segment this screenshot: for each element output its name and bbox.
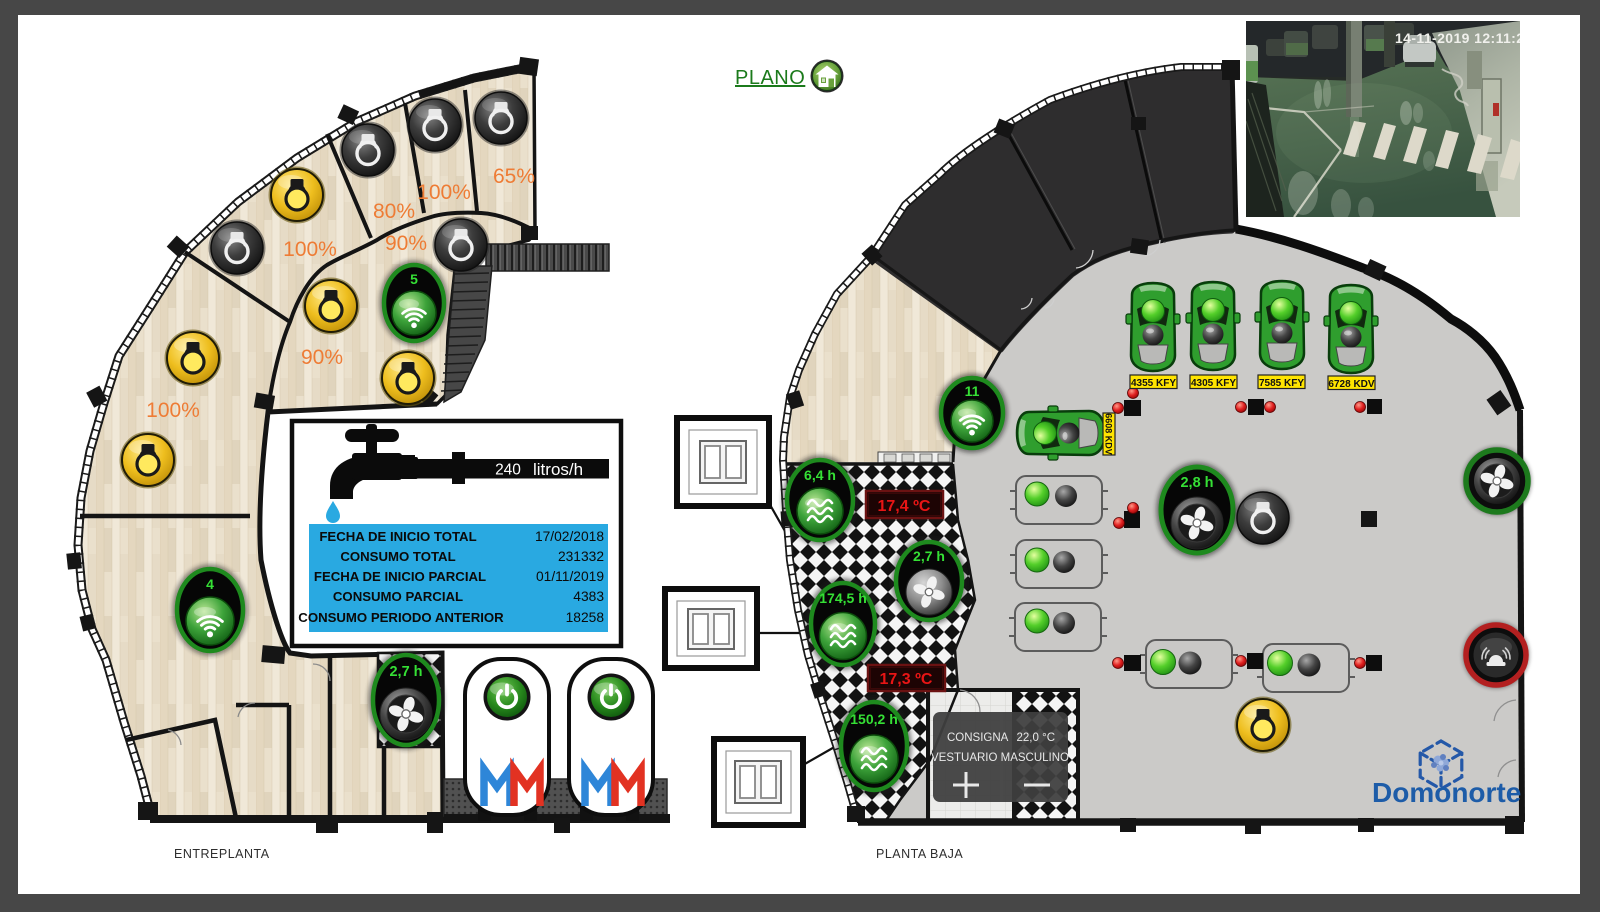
svg-text:100%: 100% [146, 399, 200, 422]
svg-text:6,4 h: 6,4 h [804, 467, 836, 483]
svg-text:4355 KFY: 4355 KFY [1131, 378, 1176, 389]
svg-text:80%: 80% [373, 200, 415, 223]
svg-text:FECHA DE INICIO TOTAL: FECHA DE INICIO TOTAL [319, 529, 476, 544]
svg-text:100%: 100% [417, 181, 471, 204]
svg-text:4305 KFY: 4305 KFY [1191, 378, 1236, 389]
svg-text:5: 5 [410, 271, 418, 287]
svg-text:PLANTA BAJA: PLANTA BAJA [876, 847, 963, 861]
svg-text:01/11/2019: 01/11/2019 [536, 569, 604, 584]
svg-text:CONSIGNA: CONSIGNA [947, 732, 1009, 744]
svg-text:6728 KDV: 6728 KDV [1328, 379, 1374, 390]
svg-text:Domonorte: Domonorte [1372, 777, 1521, 808]
svg-text:2,8 h: 2,8 h [1180, 475, 1213, 491]
svg-text:90%: 90% [301, 346, 343, 369]
svg-text:4: 4 [206, 576, 214, 592]
svg-text:PLANO: PLANO [735, 67, 805, 89]
svg-text:150,2 h: 150,2 h [850, 711, 897, 727]
svg-text:CONSUMO PERIODO ANTERIOR: CONSUMO PERIODO ANTERIOR [298, 610, 504, 625]
svg-text:CONSUMO PARCIAL: CONSUMO PARCIAL [333, 589, 463, 604]
svg-text:90%: 90% [385, 232, 427, 255]
svg-text:6608 KDV: 6608 KDV [1104, 413, 1114, 455]
svg-text:17,4 ºC: 17,4 ºC [878, 498, 931, 515]
svg-text:174,5 h: 174,5 h [819, 590, 866, 606]
svg-text:14-11-2019 12:11:27: 14-11-2019 12:11:27 [1395, 30, 1533, 46]
svg-text:65%: 65% [493, 165, 535, 188]
svg-text:CONSUMO TOTAL: CONSUMO TOTAL [340, 549, 455, 564]
svg-text:18258: 18258 [566, 610, 605, 625]
svg-text:7585 KFY: 7585 KFY [1259, 378, 1304, 389]
svg-text:17/02/2018: 17/02/2018 [535, 529, 604, 544]
svg-text:VESTUARIO MASCULINO: VESTUARIO MASCULINO [931, 752, 1069, 764]
svg-text:2,7 h: 2,7 h [913, 548, 945, 564]
svg-text:2,7 h: 2,7 h [389, 664, 422, 680]
svg-text:11: 11 [965, 383, 980, 399]
svg-text:100%: 100% [283, 238, 337, 261]
svg-text:ENTREPLANTA: ENTREPLANTA [174, 847, 270, 861]
svg-text:240: 240 [495, 462, 521, 479]
svg-text:4383: 4383 [573, 589, 604, 604]
svg-text:17,3 ºC: 17,3 ºC [880, 671, 933, 688]
svg-text:231332: 231332 [558, 549, 604, 564]
svg-text:22,0 °C: 22,0 °C [1017, 732, 1055, 744]
svg-text:FECHA DE INICIO PARCIAL: FECHA DE INICIO PARCIAL [314, 569, 486, 584]
svg-text:litros/h: litros/h [533, 460, 583, 479]
